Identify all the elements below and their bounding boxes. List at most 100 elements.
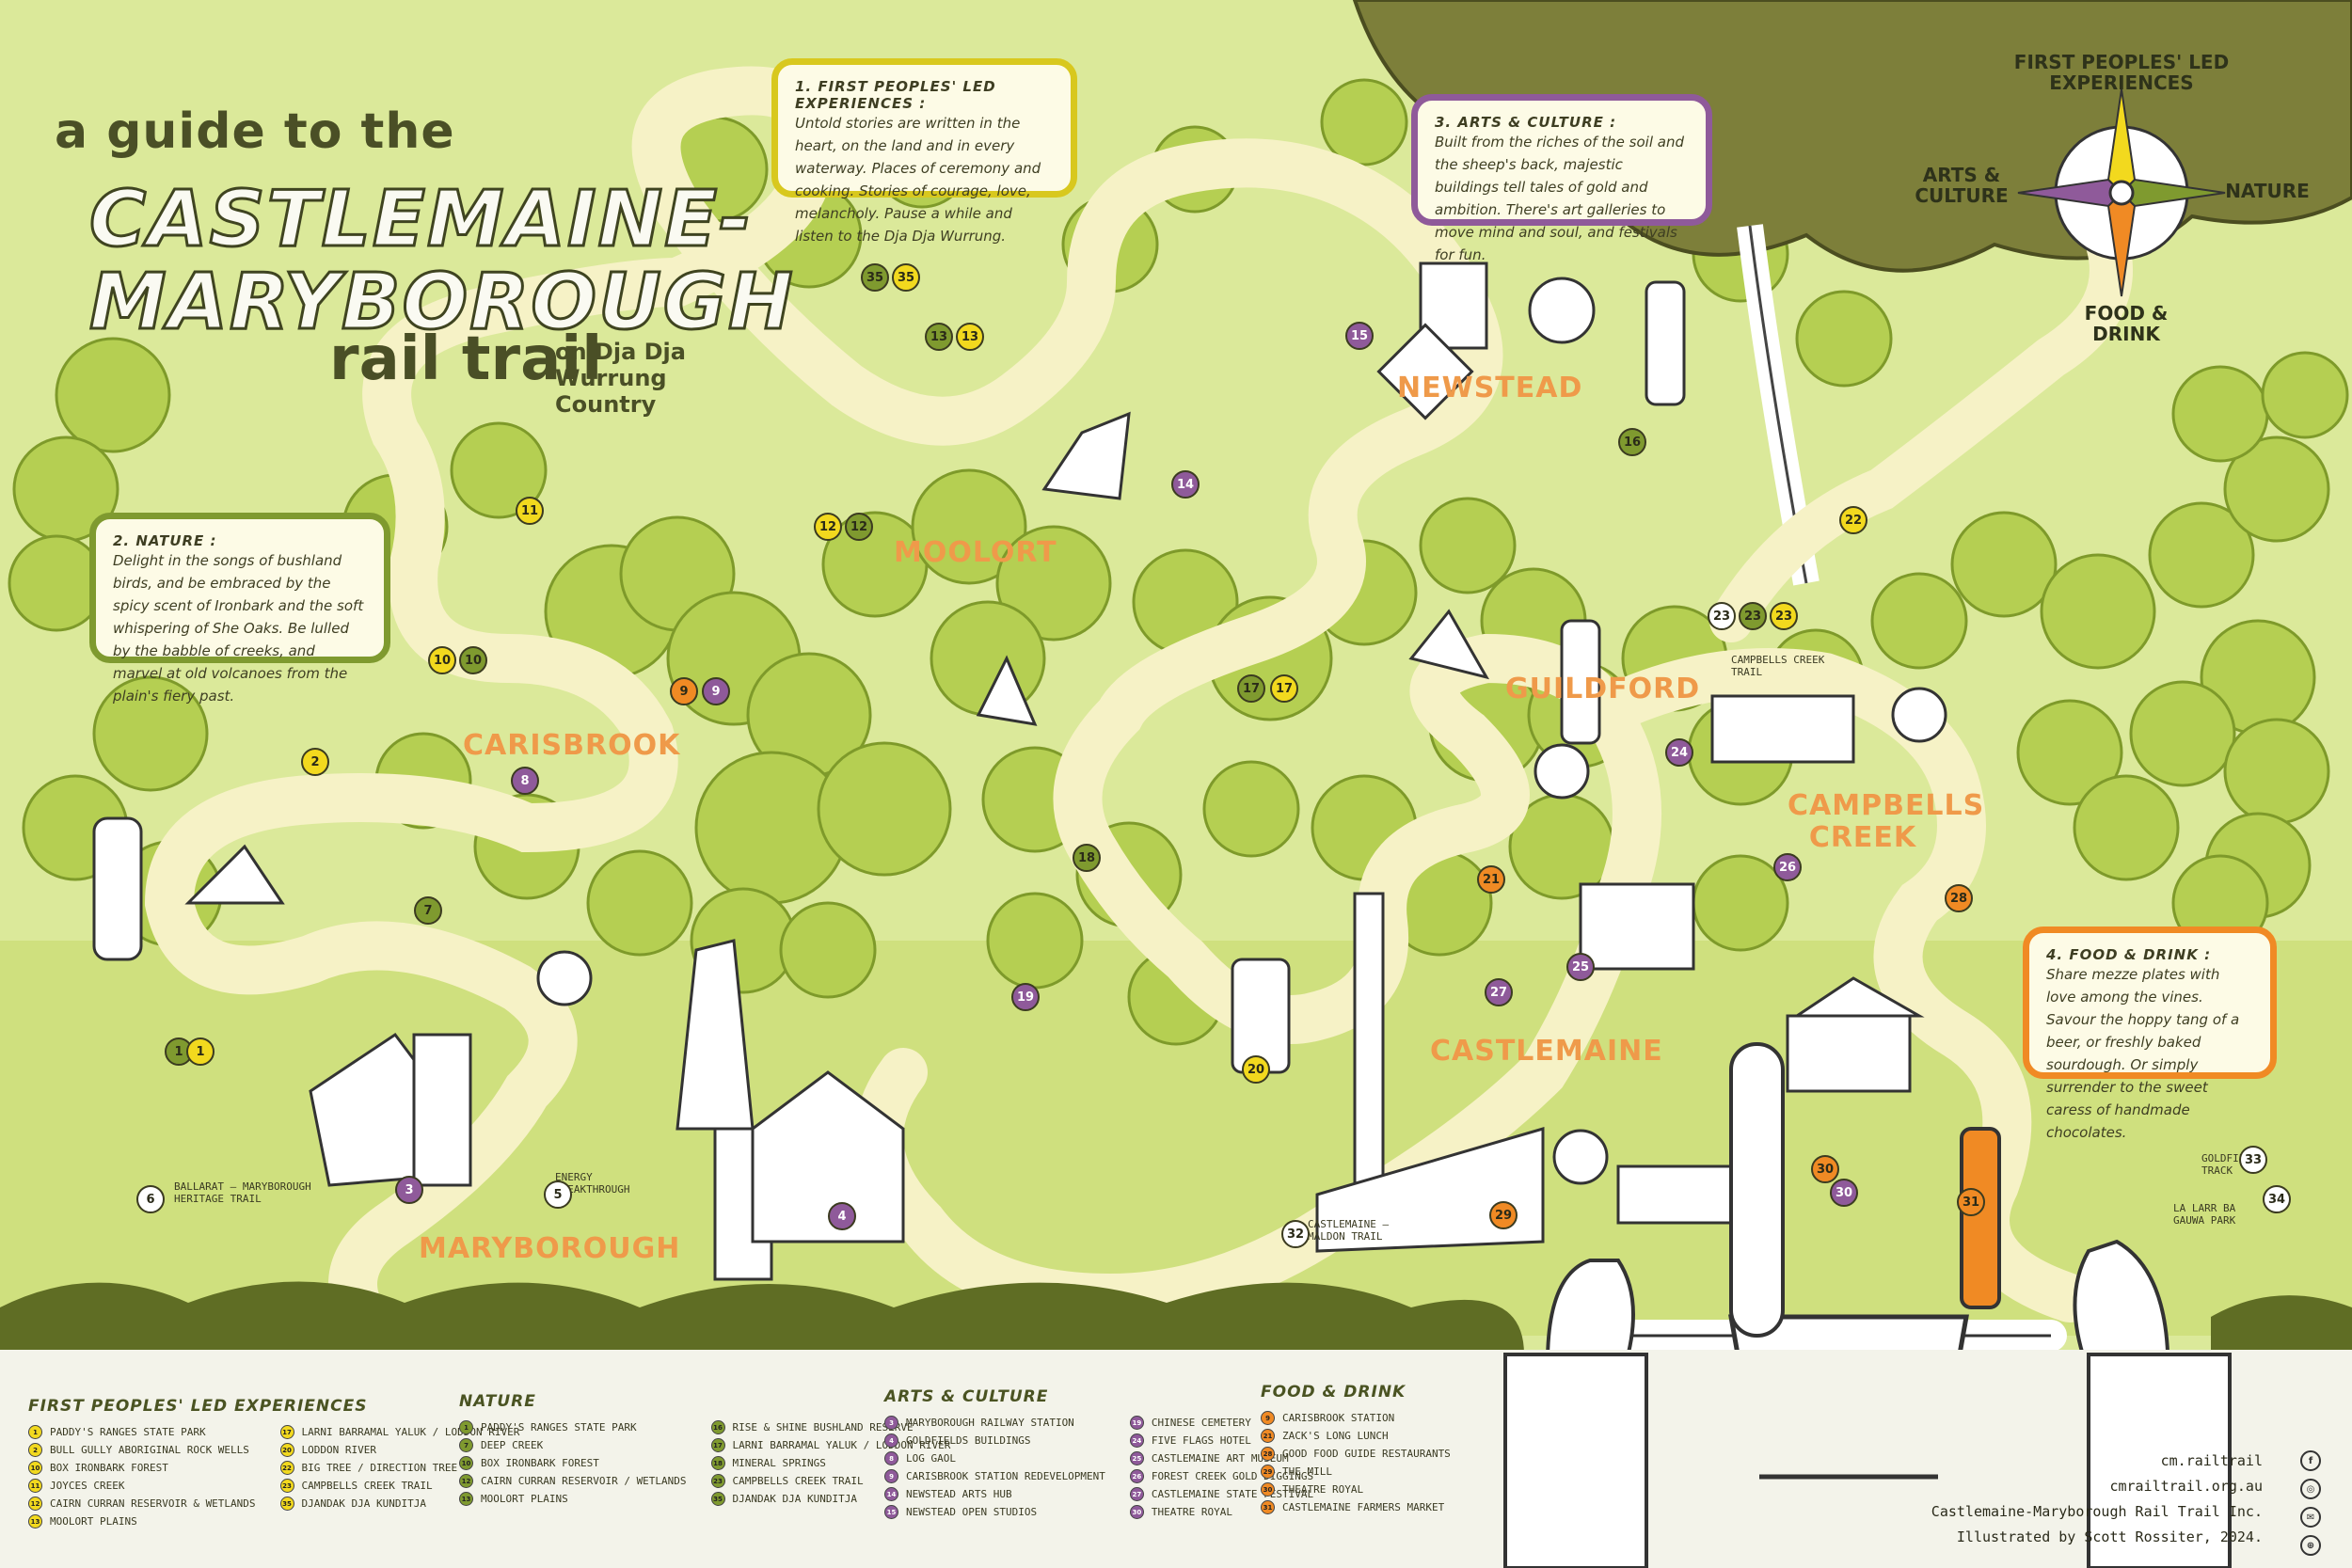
- marker-22[interactable]: 22: [1839, 506, 1867, 534]
- compass-label-west: ARTS & CULTURE: [1915, 164, 2009, 207]
- marker-23-first-peoples[interactable]: 23: [1770, 602, 1798, 630]
- town-moolort: MOOLORT: [894, 536, 1057, 569]
- marker-31[interactable]: 31: [1957, 1188, 1985, 1216]
- marker-4[interactable]: 4: [828, 1202, 856, 1230]
- marker-13-nature[interactable]: 13: [925, 323, 953, 351]
- marker-2[interactable]: 2: [301, 748, 329, 776]
- email-icon[interactable]: ✉: [2300, 1507, 2321, 1528]
- info-box-body: Untold stories are written in the heart,…: [795, 115, 1041, 245]
- marker-24[interactable]: 24: [1665, 738, 1693, 767]
- marker-21[interactable]: 21: [1477, 865, 1505, 894]
- town-carisbrook: CARISBROOK: [463, 729, 681, 762]
- marker-28[interactable]: 28: [1945, 884, 1973, 912]
- compass-label-south: FOOD & DRINK: [2084, 302, 2169, 345]
- marker-26[interactable]: 26: [1773, 853, 1802, 881]
- info-box-nature: 2. NATURE : Delight in the songs of bush…: [89, 513, 390, 705]
- marker-33[interactable]: 33: [2239, 1146, 2267, 1174]
- website-link[interactable]: cmrailtrail.org.au: [2109, 1478, 2263, 1495]
- label-maldon-trail: CASTLEMAINE – MALDON TRAIL: [1308, 1218, 1390, 1243]
- marker-8[interactable]: 8: [511, 767, 539, 795]
- marker-3[interactable]: 3: [395, 1176, 423, 1204]
- marker-23-nature[interactable]: 23: [1739, 602, 1767, 630]
- marker-12-nature[interactable]: 12: [845, 513, 873, 541]
- marker-30-arts[interactable]: 30: [1830, 1179, 1858, 1207]
- marker-27[interactable]: 27: [1485, 978, 1513, 1006]
- marker-25[interactable]: 25: [1566, 953, 1595, 981]
- compass-label-east: NATURE: [2225, 180, 2310, 202]
- legend-heading: NATURE: [459, 1392, 536, 1411]
- marker-23-trail[interactable]: 23: [1708, 602, 1736, 630]
- marker-9-food[interactable]: 9: [670, 677, 698, 705]
- marker-35-first-peoples[interactable]: 35: [892, 263, 920, 292]
- info-box-title: 2. NATURE :: [113, 532, 217, 549]
- marker-20[interactable]: 20: [1242, 1055, 1270, 1084]
- marker-35-nature[interactable]: 35: [861, 263, 889, 292]
- marker-5[interactable]: 5: [544, 1180, 572, 1209]
- instagram-icon[interactable]: ◎: [2300, 1479, 2321, 1499]
- marker-32[interactable]: 32: [1281, 1220, 1310, 1248]
- title-line-1: a guide to the: [55, 103, 455, 160]
- marker-9-arts[interactable]: 9: [702, 677, 730, 705]
- marker-11[interactable]: 11: [516, 497, 544, 525]
- legend-band: [0, 1350, 2352, 1568]
- social-handle[interactable]: cm.railtrail: [2160, 1452, 2263, 1469]
- globe-icon[interactable]: ⊕: [2300, 1535, 2321, 1556]
- title-line-3: MARYBOROUGH: [88, 258, 795, 347]
- social-icons: f ◎ ✉ ⊕: [2300, 1450, 2325, 1563]
- marker-14[interactable]: 14: [1171, 470, 1200, 499]
- town-maryborough: MARYBOROUGH: [419, 1232, 681, 1265]
- title-line-5: on Dja Dja Wurrung Country: [555, 339, 686, 418]
- info-box-arts: 3. ARTS & CULTURE : Built from the riche…: [1411, 94, 1712, 263]
- marker-13-first-peoples[interactable]: 13: [956, 323, 984, 351]
- marker-17-nature[interactable]: 17: [1237, 674, 1265, 703]
- marker-12-first-peoples[interactable]: 12: [814, 513, 842, 541]
- info-box-body: Built from the riches of the soil and th…: [1435, 134, 1684, 263]
- marker-7[interactable]: 7: [414, 896, 442, 925]
- marker-30-food[interactable]: 30: [1811, 1155, 1839, 1183]
- marker-15[interactable]: 15: [1345, 322, 1374, 350]
- marker-29[interactable]: 29: [1489, 1201, 1518, 1229]
- marker-18[interactable]: 18: [1073, 844, 1101, 872]
- marker-16[interactable]: 16: [1618, 428, 1646, 456]
- marker-19[interactable]: 19: [1011, 983, 1040, 1011]
- illustrator-credit: Illustrated by Scott Rossiter, 2024.: [1956, 1528, 2263, 1545]
- facebook-icon[interactable]: f: [2300, 1450, 2321, 1471]
- marker-17-first-peoples[interactable]: 17: [1270, 674, 1298, 703]
- marker-34[interactable]: 34: [2263, 1185, 2291, 1213]
- marker-1-first-peoples[interactable]: 1: [186, 1037, 215, 1066]
- credits: cm.railtrail cmrailtrail.org.au Castlema…: [1931, 1449, 2263, 1550]
- organisation-name: Castlemaine-Maryborough Rail Trail Inc.: [1931, 1503, 2263, 1520]
- marker-10-nature[interactable]: 10: [459, 646, 487, 674]
- marker-10-first-peoples[interactable]: 10: [428, 646, 456, 674]
- info-box-body: Delight in the songs of bushland birds, …: [113, 552, 364, 705]
- title-line-4: rail trail: [329, 325, 603, 394]
- label-ballarat-trail: BALLARAT – MARYBOROUGH HERITAGE TRAIL: [174, 1180, 311, 1205]
- info-box-body: Share mezze plates with love among the v…: [2046, 966, 2240, 1141]
- marker-6[interactable]: 6: [136, 1185, 165, 1213]
